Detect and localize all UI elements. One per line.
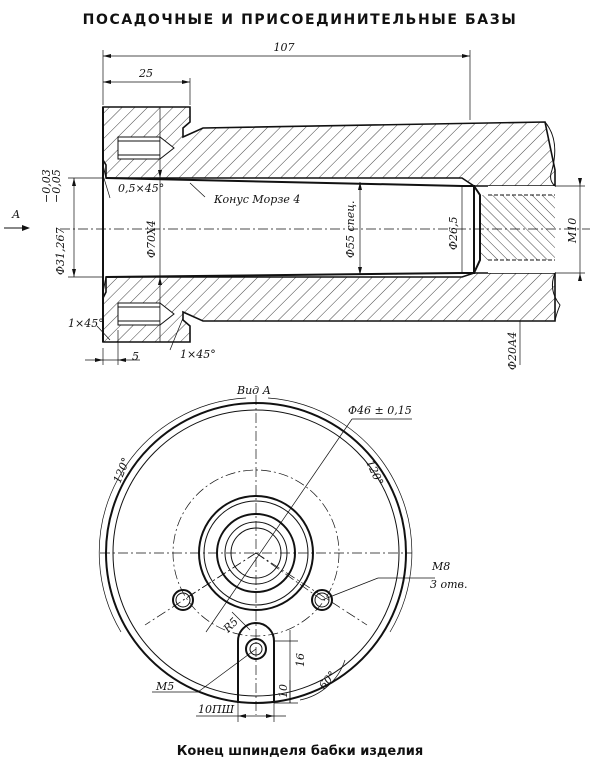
label-chamfer-left: 1×45° (68, 317, 104, 330)
section-upper-body (102, 106, 556, 187)
label-morse-taper: Конус Морзе 4 (213, 193, 300, 206)
label-dia-55: Φ55 спец. (344, 201, 357, 258)
label-dia-20: Φ20А4 (506, 332, 519, 370)
label-m8: М8 (431, 560, 450, 573)
label-chamfer-bottom: 1×45° (180, 348, 216, 361)
view-a-title: Вид А (236, 384, 271, 397)
key-slot (237, 622, 275, 703)
view-arrow-label: А (11, 208, 20, 221)
label-m5: М5 (155, 680, 174, 693)
figure-caption: Конец шпинделя бабки изделия (176, 744, 424, 759)
label-10psh: 10ПШ (198, 703, 235, 716)
lower-screw-hole (117, 302, 161, 326)
label-dia-bore: Φ31,267 (54, 227, 67, 275)
label-angle-left: 120° (111, 456, 133, 485)
page-title: ПОСАДОЧНЫЕ И ПРИСОЕДИНИТЕЛЬНЫЕ БАЗЫ (82, 12, 518, 28)
label-tol-upper: −0,03 (40, 169, 53, 203)
label-3-holes: 3 отв. (430, 578, 467, 591)
label-tol-lower: −0,05 (50, 169, 63, 203)
section-dimensions (4, 50, 585, 365)
label-dia-26: Φ26,5 (447, 216, 460, 250)
label-dia-46: Φ46 ± 0,15 (348, 404, 412, 417)
hole-right (311, 589, 333, 611)
spindle-section (60, 106, 590, 343)
dim-16: 16 (294, 653, 307, 667)
section-labels: 107 25 0,5×45° Конус Морзе 4 Φ31,267 −0,… (11, 41, 579, 370)
label-m10: М10 (566, 218, 579, 244)
upper-screw-hole (117, 136, 161, 160)
dim-107: 107 (274, 41, 295, 54)
label-chamfer-inner: 0,5×45° (118, 182, 164, 195)
view-a-drawing (98, 395, 435, 722)
label-dia-70: Φ70Х4 (145, 220, 158, 258)
hole-left (172, 589, 194, 611)
label-angle-right: 120° (363, 458, 386, 487)
dim-5: 5 (132, 350, 139, 363)
view-a-labels: Φ46 ± 0,15 120° 120° М8 3 отв. R5 М5 16 … (111, 404, 468, 716)
section-lower-body (102, 272, 556, 343)
dim-10: 10 (277, 684, 290, 698)
dim-25: 25 (138, 67, 153, 80)
thread-region (480, 195, 555, 260)
